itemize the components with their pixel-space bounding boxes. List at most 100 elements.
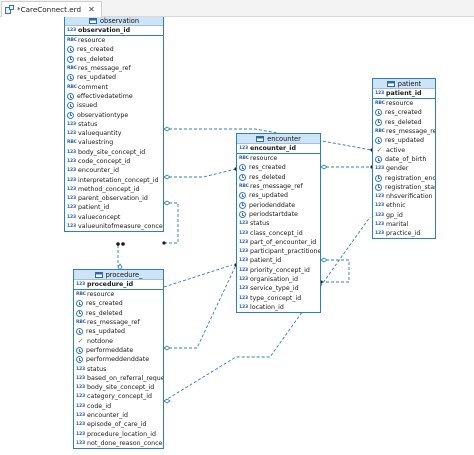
attribute-row[interactable]: res_created	[74, 299, 163, 308]
primary-key-name: patient_id	[386, 90, 422, 97]
attribute-row[interactable]: ✓notdone	[74, 336, 163, 345]
attribute-row[interactable]: issued	[65, 101, 163, 110]
attribute-row[interactable]: res_updated	[373, 136, 435, 145]
attribute-row[interactable]: res_deleted	[74, 309, 163, 318]
entity-header[interactable]: patient	[373, 79, 435, 89]
clock-icon	[67, 92, 74, 100]
entity-header[interactable]: observation	[65, 17, 163, 26]
clock-icon	[76, 328, 83, 336]
clock-icon	[375, 174, 382, 182]
attribute-row[interactable]: observationtype	[65, 110, 163, 119]
attribute-row[interactable]: date_of_birth	[373, 155, 435, 164]
attribute-row[interactable]: res_updated	[65, 73, 163, 82]
numeric-type-icon: 123	[67, 159, 76, 164]
clock-icon	[239, 173, 246, 181]
attribute-row[interactable]: periodenddate	[237, 200, 320, 209]
attribute-row[interactable]: ✓active	[373, 145, 435, 154]
attribute-row[interactable]: res_created	[237, 163, 320, 172]
attribute-row[interactable]: periodstartdate	[237, 210, 320, 219]
attribute-name: registration_start	[385, 183, 435, 191]
close-icon[interactable]: ✕	[88, 4, 95, 14]
tab-careconnect-erd[interactable]: *CareConnect.erd ✕	[1, 1, 102, 17]
attribute-row[interactable]: res_deleted	[65, 55, 163, 64]
attribute-row[interactable]: res_updated	[237, 191, 320, 200]
attribute-row[interactable]: effectivedatetime	[65, 92, 163, 101]
attribute-row[interactable]: performeddenddate	[74, 355, 163, 364]
attribute-row[interactable]: registration_end	[373, 173, 435, 182]
clock-icon	[67, 102, 74, 110]
attribute-row[interactable]: res_deleted	[237, 173, 320, 182]
entity-header[interactable]: encounter	[237, 134, 320, 144]
attribute-name: procedure_location_id	[87, 430, 156, 438]
attribute-row[interactable]: res_deleted	[373, 118, 435, 127]
attribute-row[interactable]: res_created	[65, 45, 163, 54]
text-type-icon: RBC	[67, 38, 77, 44]
attribute-row[interactable]: registration_start	[373, 183, 435, 192]
numeric-type-icon: 123	[239, 304, 248, 310]
numeric-type-icon: 123	[375, 212, 384, 218]
numeric-type-icon: 123	[239, 239, 248, 245]
attribute-row[interactable]: res_updated	[74, 327, 163, 336]
attribute-row[interactable]: res_created	[373, 108, 435, 117]
attribute-row[interactable]: performeddate	[74, 346, 163, 355]
entity-header[interactable]: procedure_	[74, 270, 163, 280]
numeric-type-icon: 123	[239, 277, 248, 282]
clock-icon	[239, 210, 246, 218]
